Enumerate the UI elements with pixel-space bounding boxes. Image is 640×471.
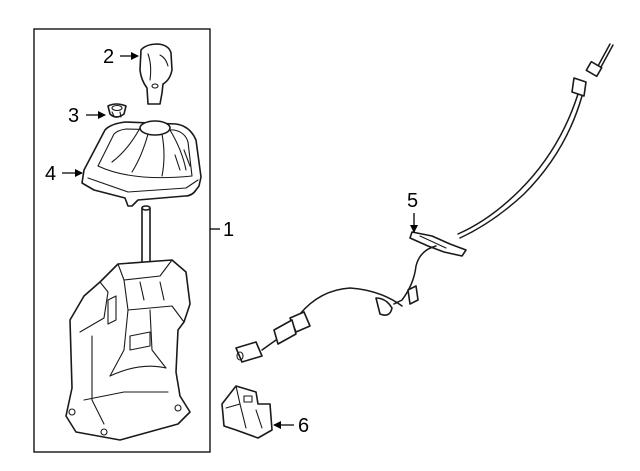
callout-label-6: 6 xyxy=(298,415,309,437)
callout-label-4: 4 xyxy=(45,163,56,185)
callout-label-1: 1 xyxy=(223,219,234,241)
callout-1: 1 xyxy=(210,219,234,241)
shift-knob-part[interactable] xyxy=(139,43,173,105)
shifter-assembly-part[interactable] xyxy=(65,205,191,441)
callout-2: 2 xyxy=(103,46,139,68)
callout-label-2: 2 xyxy=(103,46,114,68)
callout-3: 3 xyxy=(68,105,106,127)
callout-4: 4 xyxy=(45,163,83,185)
callout-label-5: 5 xyxy=(407,190,418,212)
callout-5: 5 xyxy=(407,190,418,233)
shift-cable-part[interactable] xyxy=(235,43,614,363)
callout-label-3: 3 xyxy=(68,105,79,127)
bracket-part[interactable] xyxy=(221,385,273,439)
assembly-group-box xyxy=(33,28,211,453)
shift-boot-part[interactable] xyxy=(81,120,202,207)
callout-6: 6 xyxy=(273,415,309,437)
clip-part[interactable] xyxy=(107,103,127,118)
